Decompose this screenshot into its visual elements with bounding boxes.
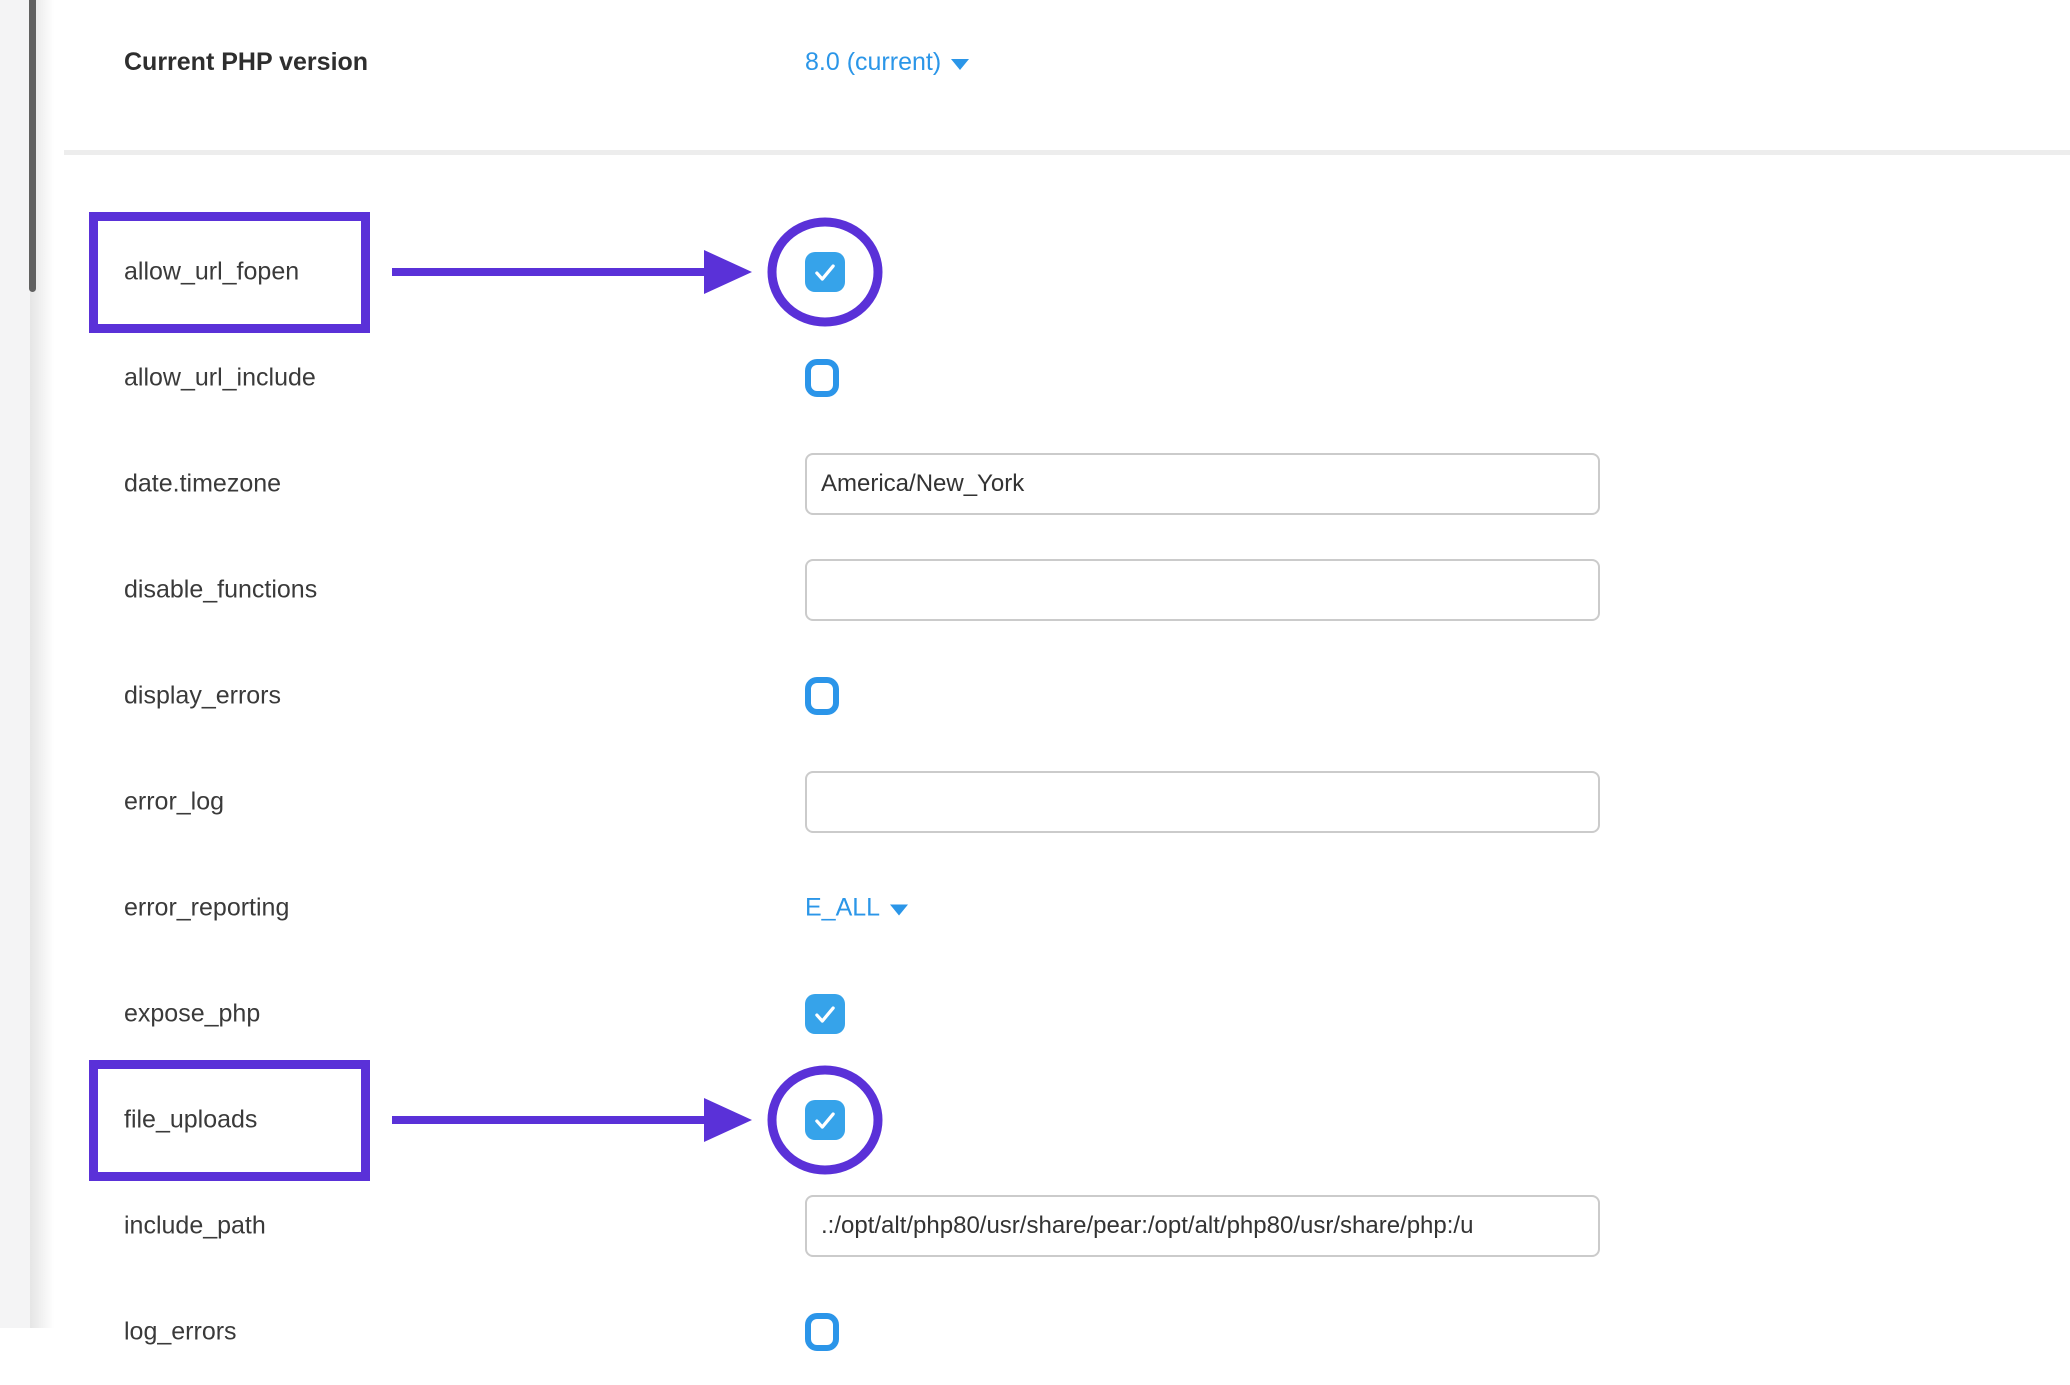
setting-row-expose-php: expose_php [0, 961, 2070, 1067]
page-scrollbar-thumb[interactable] [29, 0, 36, 292]
input-error-log[interactable] [805, 771, 1600, 833]
input-disable-functions[interactable] [805, 559, 1600, 621]
left-panel-edge [0, 0, 30, 1328]
check-icon [815, 264, 835, 281]
setting-row-disable-functions: disable_functions [0, 537, 2070, 643]
current-php-version-label: Current PHP version [124, 48, 369, 76]
setting-row-log-errors: log_errors [0, 1279, 2070, 1385]
setting-label: log_errors [124, 1317, 237, 1346]
setting-label: date.timezone [124, 469, 282, 498]
setting-label: file_uploads [124, 1105, 258, 1134]
setting-label: error_log [124, 787, 225, 816]
settings-list: allow_url_fopen allow_url_include date.t… [0, 219, 2070, 1385]
setting-label: allow_url_fopen [124, 257, 300, 286]
checkbox-log-errors[interactable] [805, 1313, 839, 1351]
check-icon [815, 1006, 835, 1023]
setting-row-file-uploads: file_uploads [0, 1067, 2070, 1173]
setting-row-error-log: error_log [0, 749, 2070, 855]
dropdown-error-reporting[interactable]: E_ALL [805, 893, 909, 923]
setting-row-allow-url-include: allow_url_include [0, 325, 2070, 431]
section-divider [64, 150, 2070, 155]
setting-label: allow_url_include [124, 363, 316, 392]
check-icon [815, 1112, 835, 1129]
setting-row-display-errors: display_errors [0, 643, 2070, 749]
checkbox-allow-url-fopen[interactable] [805, 252, 845, 292]
checkbox-display-errors[interactable] [805, 677, 839, 715]
caret-down-icon [890, 904, 909, 916]
setting-row-date-timezone: date.timezone [0, 431, 2070, 537]
setting-row-include-path: include_path [0, 1173, 2070, 1279]
input-include-path[interactable] [805, 1195, 1600, 1257]
setting-label: expose_php [124, 999, 261, 1028]
checkbox-expose-php[interactable] [805, 994, 845, 1034]
php-version-dropdown[interactable]: 8.0 (current) [805, 48, 970, 77]
setting-row-allow-url-fopen: allow_url_fopen [0, 219, 2070, 325]
setting-label: error_reporting [124, 893, 290, 922]
setting-label: include_path [124, 1211, 266, 1240]
checkbox-file-uploads[interactable] [805, 1100, 845, 1140]
setting-row-error-reporting: error_reporting E_ALL [0, 855, 2070, 961]
php-version-value: 8.0 (current) [805, 48, 942, 76]
php-ini-editor-page: { "colors": { "accent_purple": "#5a31d8"… [0, 0, 2070, 1351]
input-date-timezone[interactable] [805, 453, 1600, 515]
setting-label: disable_functions [124, 575, 318, 604]
error-reporting-value: E_ALL [805, 893, 881, 922]
caret-down-icon [951, 59, 970, 70]
checkbox-allow-url-include[interactable] [805, 359, 839, 397]
setting-label: display_errors [124, 681, 282, 710]
